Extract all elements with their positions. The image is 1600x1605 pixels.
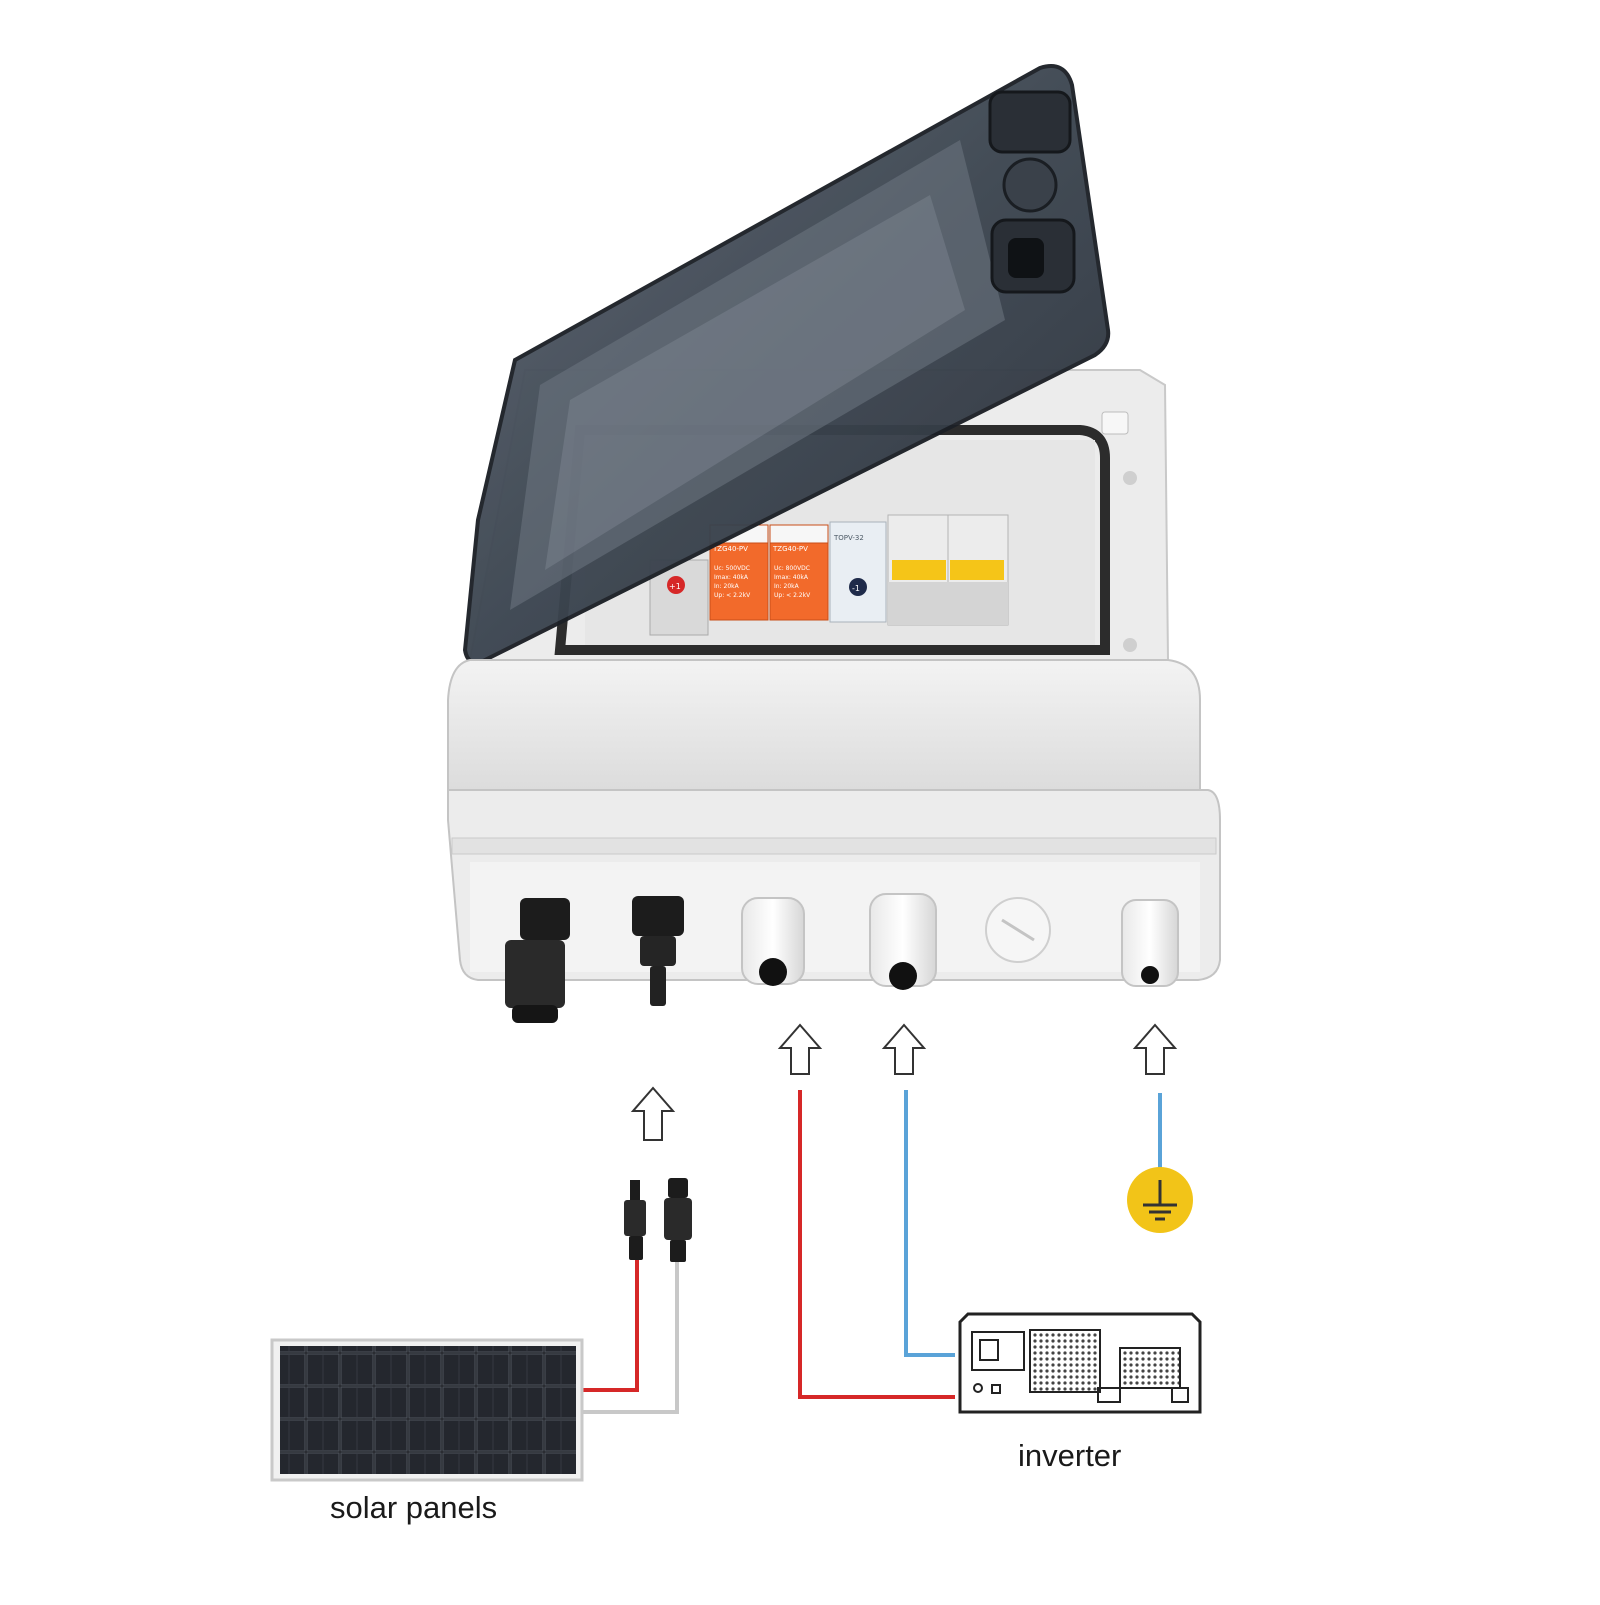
- spd-right-spec-2: Imax: 40kA: [774, 574, 809, 581]
- mc4-connector-box-female: [505, 898, 570, 1023]
- spd-right-model: TZG40-PV: [772, 545, 808, 553]
- inverter-label: inverter: [1018, 1438, 1122, 1473]
- enclosure-seam: [451, 837, 1217, 855]
- enclosure-body-upper: [447, 659, 1201, 791]
- enclosure-bottom-panel: [470, 862, 1200, 972]
- pole-marker-red: [667, 576, 685, 594]
- breaker-handle-2: [950, 560, 1004, 580]
- pole-right-mark: -1: [852, 584, 860, 593]
- negative-wire-panel: [580, 1262, 679, 1414]
- fuse-brand: TOPV-32: [833, 534, 864, 542]
- spd-left-spec-1: Uc: 500VDC: [714, 565, 750, 572]
- breaker-lower: [888, 582, 1008, 625]
- din-modules: +1 TZG40-PV Uc: 500VDC Imax: 40kA In: 20…: [649, 514, 1009, 636]
- up-arrow-icon: [630, 1086, 676, 1141]
- lid-latch: [1101, 411, 1129, 435]
- cable-gland-1: [741, 897, 805, 986]
- blanking-plug: [985, 897, 1051, 963]
- mounting-hole: [1123, 471, 1137, 485]
- lid-hinge-top: [988, 90, 1072, 154]
- mc4-connector-pair-cable: [624, 1178, 692, 1262]
- pole-left-mark: +1: [669, 582, 681, 591]
- spd-left-spec-4: Up: < 2.2kV: [714, 592, 751, 599]
- breaker-handle-1: [892, 560, 946, 580]
- inverter-icon: [958, 1312, 1202, 1414]
- spd-right-spec-1: Uc: 800VDC: [774, 565, 810, 572]
- spd-left-model: TZG40-PV: [712, 545, 748, 553]
- positive-wire-panel: [580, 1260, 639, 1392]
- neutral-wire-inverter: [904, 1090, 955, 1357]
- mounting-hole: [1123, 638, 1137, 652]
- mc4-connector-box-male: [632, 896, 684, 1006]
- cable-gland-2: [869, 893, 937, 990]
- transparent-lid: [462, 64, 1111, 665]
- pole-marker-dark: [849, 578, 867, 596]
- positive-wire-inverter: [798, 1090, 955, 1399]
- fuse-module: [829, 521, 887, 623]
- wires: [580, 1090, 1162, 1414]
- ground-symbol-icon: [1127, 1167, 1193, 1233]
- combiner-box: +1 TZG40-PV Uc: 500VDC Imax: 40kA In: 20…: [447, 64, 1221, 1023]
- up-arrow-icon: [1132, 1023, 1178, 1075]
- up-arrow-icon: [881, 1023, 927, 1075]
- solar-panel: [270, 1338, 584, 1482]
- enclosure-gasket: [554, 425, 1110, 655]
- spd-right-spec-3: In: 20kA: [774, 583, 800, 590]
- spd-right-spec-4: Up: < 2.2kV: [774, 592, 811, 599]
- cable-gland-3: [1121, 899, 1179, 987]
- spd-left-spec-2: Imax: 40kA: [714, 574, 749, 581]
- spd-left-spec-3: In: 20kA: [714, 583, 740, 590]
- spd-module-right-cap: [769, 524, 829, 544]
- up-arrow-icon: [777, 1023, 823, 1075]
- lid-hinge-round: [1002, 157, 1058, 213]
- input-arrows: [630, 1023, 1178, 1141]
- solar-panels-label: solar panels: [330, 1490, 498, 1525]
